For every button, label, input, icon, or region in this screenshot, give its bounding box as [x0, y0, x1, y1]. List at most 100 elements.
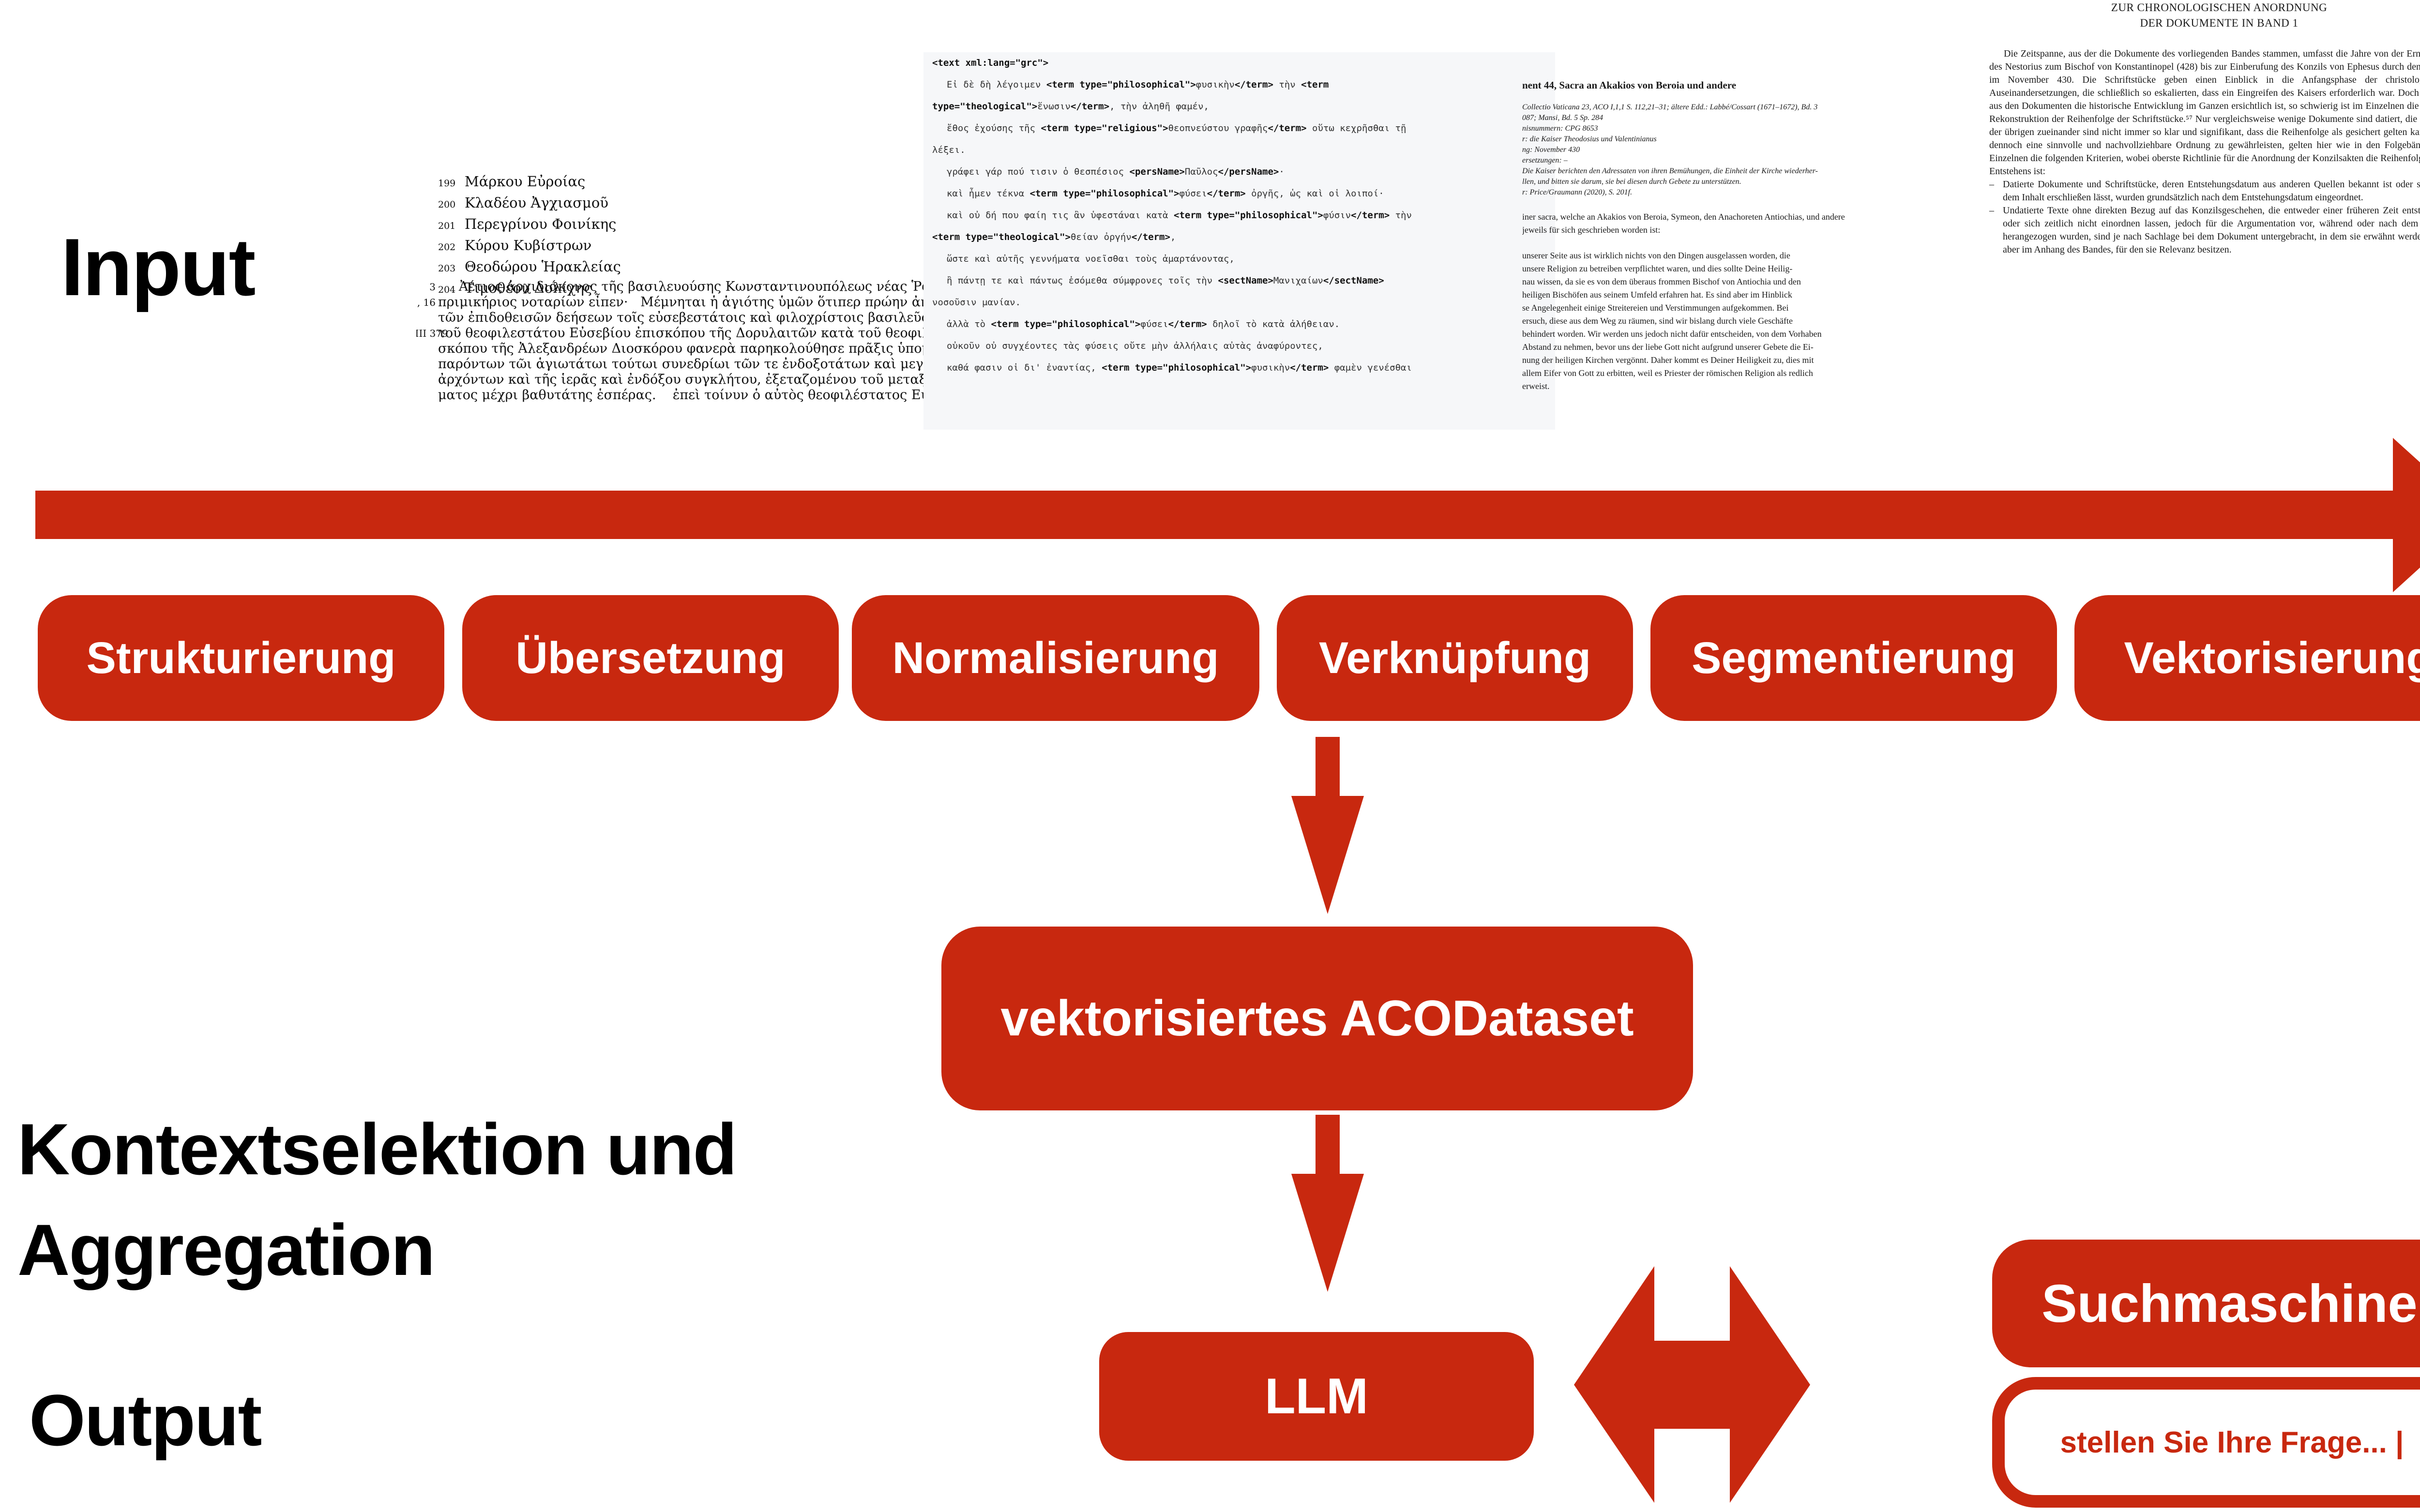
chronology-criterion: Undatierte Texte ohne direkten Bezug auf…	[1989, 204, 2420, 256]
line-text: σκόπου τῆς Ἀλεξανδρέων Διοσκόρου φανερὰ …	[438, 341, 946, 356]
list-number: 204	[438, 284, 456, 295]
xml-tag: </term>	[1351, 210, 1390, 221]
xml-line: νοσοῦσιν μανίαν.	[923, 292, 1555, 314]
chronology-title-line2: DER DOKUMENTE IN BAND 1	[2140, 17, 2299, 29]
xml-text: καὶ οὐ δή που φαίη τις ἂν ὑφεστάναι κατὰ	[947, 210, 1174, 221]
metadata-line: r: die Kaiser Theodosius und Valentinian…	[1522, 135, 1657, 143]
xml-text: τὴν	[1390, 210, 1412, 221]
xml-text: Εἰ δὲ δὴ λέγοιμεν	[947, 79, 1046, 90]
list-number: 203	[438, 263, 456, 274]
down-arrow-to-llm	[1291, 1115, 1364, 1292]
margin-reference: 3	[429, 281, 436, 293]
greek-text-line: 3 Ἀέτιος ἀρχιδιάκονος τῆς βασιλευούσης Κ…	[416, 279, 963, 295]
list-text: Κλαδέου Ἀγχιασμοῦ	[465, 195, 608, 211]
step-uebersetzung[interactable]: Übersetzung	[462, 595, 839, 721]
xml-line: Εἰ δὲ δὴ λέγοιμεν <term type="philosophi…	[923, 74, 1555, 96]
xml-tag: <term type="philosophical">	[1029, 188, 1180, 199]
xml-text: ,	[1170, 232, 1176, 242]
chronology-document: ZUR CHRONOLOGISCHEN ANORDNUNG DER DOKUME…	[1989, 0, 2420, 256]
xml-text: ἕνωσιν	[1037, 101, 1071, 112]
xml-text: φυσικὴν	[1195, 79, 1235, 90]
output-label: Output	[29, 1379, 262, 1461]
metadata-line: llen, und bitten sie darum, sie bei dies…	[1522, 178, 1741, 186]
xml-tag: </term>	[1168, 319, 1207, 329]
metadata-line: nisnummern: CPG 8653	[1522, 124, 1598, 133]
xml-line: οὐκοῦν οὐ συγχέοντες τὰς φύσεις οὔτε μὴν…	[923, 335, 1555, 357]
llm-box[interactable]: LLM	[1099, 1332, 1534, 1461]
xml-text: οὕτω κεχρῆσθαι τῇ	[1306, 123, 1407, 134]
step-verknuepfung[interactable]: Verknüpfung	[1277, 595, 1633, 721]
xml-text: καὶ ἦμεν τέκνα	[947, 188, 1030, 199]
list-number: 202	[438, 242, 456, 253]
document-body: unserer Seite aus ist wirklich nichts vo…	[1522, 249, 1938, 393]
step-vektorisierung[interactable]: Vektorisierung	[2074, 595, 2420, 721]
xml-line: type="theological">ἕνωσιν</term>, τὴν ἀλ…	[923, 96, 1555, 118]
document-metadata: Collectio Vaticana 23, ACO I,1,1 S. 112,…	[1522, 102, 1938, 198]
xml-tag: </term>	[1234, 79, 1273, 90]
list-text: Μάρκου Εὐροίας	[465, 173, 586, 190]
vectorized-dataset-box[interactable]: vektorisiertes ACODataset	[941, 927, 1693, 1110]
body-line: nung der heiligen Kirchen vergönnt. Dahe…	[1522, 355, 1814, 365]
search-engine-box[interactable]: Suchmaschine	[1992, 1240, 2420, 1367]
xml-text: ὀργῆς, ὡς καὶ οἱ λοιποί·	[1245, 188, 1384, 199]
greek-text-line: ἀρχόντων καὶ τῆς ἱερᾶς καὶ ἐνδόξου συγκλ…	[416, 372, 963, 388]
xml-text: νοσοῦσιν μανίαν.	[932, 297, 1021, 308]
xml-text: φυσικὴν	[1251, 362, 1290, 373]
xml-line: καὶ ἦμεν τέκνα <term type="philosophical…	[923, 183, 1555, 205]
xml-text: δηλοῖ τὸ κατὰ ἀλήθειαν.	[1207, 319, 1340, 329]
xml-line: ἢ πάντῃ τε καὶ πάντως ἐσόμεθα σύμφρονες …	[923, 270, 1555, 292]
line-text: ἀρχόντων καὶ τῆς ἱερᾶς καὶ ἐνδόξου συγκλ…	[438, 372, 963, 387]
input-label: Input	[61, 222, 256, 313]
xml-tag: type="theological">	[932, 101, 1038, 112]
down-arrow-to-dataset	[1291, 737, 1364, 914]
xml-tag: </term>	[1290, 362, 1329, 373]
document-heading: nent 44, Sacra an Akakios von Beroia und…	[1522, 80, 1737, 91]
xml-text: Παῦλος	[1184, 166, 1218, 177]
intro-line: iner sacra, welche an Akakios von Beroia…	[1522, 212, 1845, 222]
xml-tag: </term>	[1070, 101, 1110, 112]
list-number: 199	[438, 178, 456, 189]
xml-tag: </term>	[1131, 232, 1170, 242]
xml-text: φύσιν	[1323, 210, 1351, 221]
body-line: unserer Seite aus ist wirklich nichts vo…	[1522, 251, 1790, 260]
margin-reference: 1, 16	[416, 297, 436, 308]
xml-text: τὴν	[1273, 79, 1301, 90]
chronology-criterion: Datierte Dokumente und Schriftstücke, de…	[1989, 178, 2420, 204]
xml-line: <text xml:lang="grc">	[923, 52, 1555, 74]
metadata-line: ersetzungen: –	[1522, 156, 1568, 165]
xml-line: ὥστε καὶ αὐτῆς γεννήματα νοεῖσθαι τοὺς ἁ…	[923, 248, 1555, 270]
xml-text: φύσει	[1140, 319, 1168, 329]
step-segmentierung[interactable]: Segmentierung	[1650, 595, 2057, 721]
xml-tag: <text xml:lang="grc">	[932, 58, 1049, 68]
body-line: ersuch, diese aus dem Weg zu räumen, sin…	[1522, 316, 1793, 326]
xml-text: φαμὲν γενέσθαι	[1329, 362, 1412, 373]
xml-text: θεοπνεύστου γραφῆς	[1168, 123, 1268, 134]
greek-text-line: σκόπου τῆς Ἀλεξανδρέων Διοσκόρου φανερὰ …	[416, 341, 963, 357]
line-text: ματος μέχρι βαθυτάτης ἑσπέρας. ἐπεὶ τοίν…	[438, 388, 963, 403]
xml-text: ἀλλὰ τὸ	[947, 319, 991, 329]
xml-tag: </sectName>	[1323, 275, 1384, 286]
intro-line: jeweils für sich geschrieben worden ist:	[1522, 225, 1661, 235]
xml-text: καθά φασιν οἱ δι' ἐναντίας,	[947, 362, 1102, 373]
xml-tag: <term	[1301, 79, 1329, 90]
xml-text: γράφει γάρ πού τισιν ὁ θεσπέσιος	[947, 166, 1130, 177]
xml-tag: </persName>	[1218, 166, 1279, 177]
pipeline-arrow-shape	[35, 438, 2420, 592]
step-normalisierung[interactable]: Normalisierung	[852, 595, 1259, 721]
bidirectional-arrow	[1574, 1266, 1810, 1503]
xml-text: Μανιχαίων	[1273, 275, 1323, 286]
body-line: Abstand zu nehmen, bevor uns der liebe G…	[1522, 342, 1814, 352]
search-input[interactable]: stellen Sie Ihre Frage... |	[1992, 1377, 2420, 1508]
xml-tag: <term type="philosophical">	[1102, 362, 1252, 373]
xml-tag: </term>	[1207, 188, 1246, 199]
xml-text: ἢ πάντῃ τε καὶ πάντως ἐσόμεθα σύμφρονες …	[947, 275, 1218, 286]
greek-list-item: 199 Μάρκου Εὐροίας	[438, 172, 621, 193]
xml-text: φύσει	[1179, 188, 1207, 199]
step-strukturierung[interactable]: Strukturierung	[38, 595, 444, 721]
list-text: Θεοδώρου Ἡρακλείας	[465, 258, 621, 275]
